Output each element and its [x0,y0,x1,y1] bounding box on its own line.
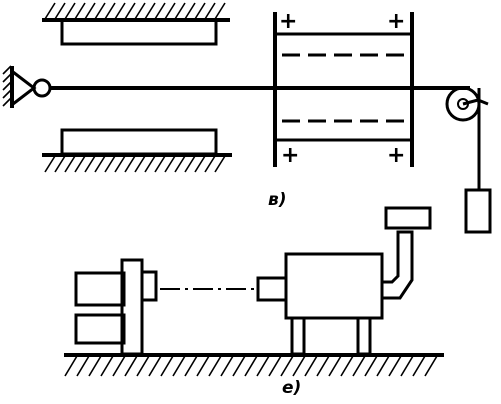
stand-lower-block [74,313,126,345]
hanging-weight [464,188,492,234]
exhaust-cap [384,206,432,230]
figure-v: + + + + в) [2,2,492,234]
plus-sign-top-right: + [387,9,405,34]
lower-guide-surface [42,128,232,173]
upper-hatching [44,2,226,20]
motor-machine [256,206,432,356]
motor-exhaust-pipe [382,230,414,300]
motor-leg-left [290,316,306,356]
upper-guide-surface [42,2,230,46]
figure-v-label: в) [268,190,287,210]
lower-guide-bar [60,128,218,156]
stand-upper-block [74,271,126,307]
stand-column [120,258,144,356]
motor-shaft [256,276,288,302]
motor-body [284,252,384,320]
lower-hatching [44,155,226,173]
pulley-icon [445,86,489,122]
plus-sign-top-left: + [279,9,297,34]
plus-sign-bottom-left: + [281,143,299,168]
upper-guide-bar [60,18,218,46]
floor-hatching [64,355,438,377]
pin-support-icon [2,65,52,108]
figure-e-label: е) [282,378,301,398]
plus-sign-bottom-right: + [387,143,405,168]
figure-e: е) [64,206,444,398]
stand-spindle [140,270,158,302]
cylinder-block: + + + + [273,9,414,168]
left-stand [74,258,158,356]
motor-leg-right [356,316,372,356]
